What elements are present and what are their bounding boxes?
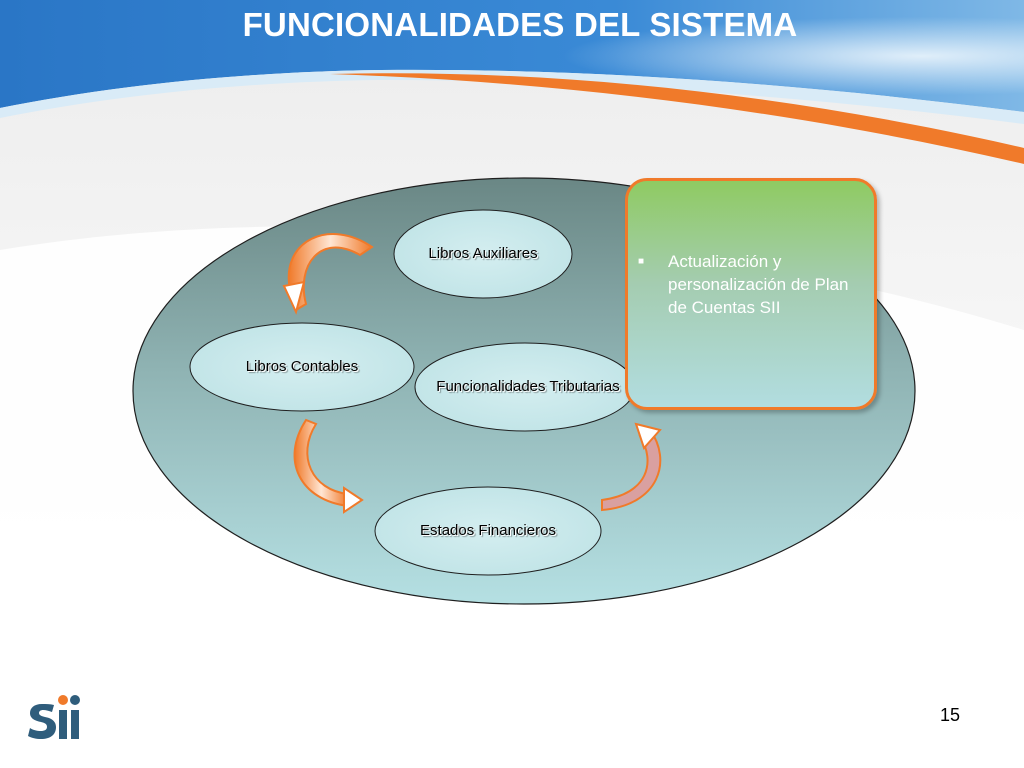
node-estados-financieros <box>374 486 602 576</box>
page-number: 15 <box>939 705 961 725</box>
node-label-libros-contables: Libros Contables <box>245 358 359 375</box>
callout-box: ■ Actualización y personalización de Pla… <box>625 178 877 410</box>
node-label-estados-financieros: Estados Financieros <box>420 522 556 539</box>
slide-title: FUNCIONALIDADES DEL SISTEMA <box>242 6 798 43</box>
sii-logo <box>28 695 80 739</box>
callout-bullet-item: ■ Actualización y personalización de Pla… <box>638 250 868 319</box>
curved-arrow-icon <box>282 233 374 315</box>
callout-list: ■ Actualización y personalización de Pla… <box>638 250 868 319</box>
node-libros-contables <box>189 322 415 412</box>
node-label-funcionalidades-tributarias: Funcionalidades Tributarias <box>436 378 620 395</box>
square-bullet-icon: ■ <box>638 256 645 267</box>
curved-arrow-icon <box>293 418 364 514</box>
callout-bullet-text: Actualización y personalización de Plan … <box>668 252 849 317</box>
node-libros-auxiliares <box>393 209 573 299</box>
node-label-libros-auxiliares: Libros Auxiliares <box>428 245 538 262</box>
curved-arrow-icon <box>601 422 662 512</box>
